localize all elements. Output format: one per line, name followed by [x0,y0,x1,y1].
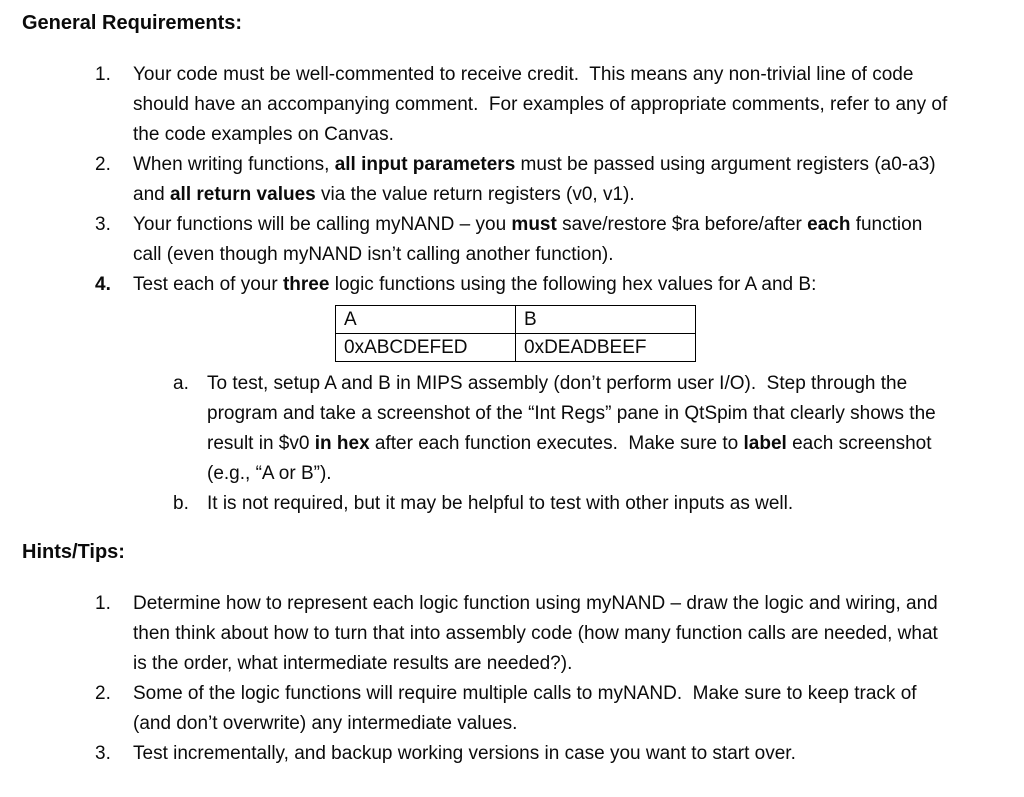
table-cell: 0xABCDEFED [335,333,516,362]
text-run: after each function executes. Make sure … [369,433,744,454]
text-run: When writing functions, [133,154,335,175]
document-section: Hints/Tips: 1. Determine how to represen… [22,539,954,769]
sub-list-item: b. It is not required, but it may be hel… [173,489,954,519]
list-item: 1. Determine how to represent each logic… [95,589,954,679]
subitem-text: To test, setup A and B in MIPS assembly … [207,369,954,489]
item-text: Test incrementally, and backup working v… [133,739,954,769]
item-number: 2. [95,683,111,704]
text-run: via the value return registers (v0, v1). [315,184,635,205]
item-number: 1. [95,593,111,614]
text-run: all return values [169,184,316,205]
list-item: 2. When writing functions, all input par… [95,150,954,210]
item-text: When writing functions, all input parame… [133,150,954,210]
subitem-text: It is not required, but it may be helpfu… [207,489,793,519]
table-header-cell: A [335,305,516,334]
list-item: 2. Some of the logic functions will requ… [95,679,954,739]
item-body: Determine how to represent each logic fu… [133,589,954,679]
item-number: 3. [95,214,111,235]
sub-list-item: a. To test, setup A and B in MIPS assemb… [173,369,954,489]
document-section: General Requirements: 1. Your code must … [22,10,954,519]
item-body: Some of the logic functions will require… [133,679,954,739]
item-text: Determine how to represent each logic fu… [133,589,954,679]
text-run: Test each of your [133,274,283,295]
text-run: save/restore $ra before/after [556,214,808,235]
text-run: must [511,214,557,235]
list-item: 4. Test each of your three logic functio… [95,270,954,519]
text-run: logic functions using the following hex … [329,274,817,295]
list-item: 3. Your functions will be calling myNAND… [95,210,954,270]
item-body: When writing functions, all input parame… [133,150,954,210]
text-run: To test, setup A and B in MIPS assembly … [207,373,941,454]
text-run: label [743,433,787,454]
item-text: Some of the logic functions will require… [133,679,954,739]
item-body: Test each of your three logic functions … [133,270,954,519]
text-run: Your functions will be calling myNAND – … [133,214,512,235]
list-item: 1. Your code must be well-commented to r… [95,60,954,150]
subitem-letter: b. [173,493,189,514]
text-run: function call (even though myNAND isn’t … [133,214,928,265]
text-run: Your code must be well-commented to rece… [133,64,953,145]
table-header-cell: B [515,305,696,334]
subitem-letter: a. [173,373,189,394]
item-text: Your code must be well-commented to rece… [133,60,954,150]
text-run: in hex [314,433,370,454]
section-heading: General Requirements: [22,12,243,34]
lettered-sub-list: a. To test, setup A and B in MIPS assemb… [133,369,954,519]
text-run: three [282,274,330,295]
text-run: each [807,214,851,235]
item-body: Your code must be well-commented to rece… [133,60,954,150]
table-cell: 0xDEADBEEF [515,333,696,362]
section-heading: Hints/Tips: [22,541,125,563]
item-number: 2. [95,154,111,175]
text-run: must be passed using argument registers … [133,154,941,205]
numbered-list: 1. Your code must be well-commented to r… [22,60,954,519]
numbered-list: 1. Determine how to represent each logic… [22,589,954,769]
item-body: Test incrementally, and backup working v… [133,739,954,769]
text-run: It is not required, but it may be helpfu… [207,493,794,514]
text-run: all input parameters [334,154,516,175]
text-run: Some of the logic functions will require… [133,683,922,734]
text-run: each screenshot (e.g., “A or B”). [207,433,937,484]
item-text: Your functions will be calling myNAND – … [133,210,954,270]
item-text: Test each of your three logic functions … [133,270,954,300]
text-run: Determine how to represent each logic fu… [133,593,944,674]
item-number: 4. [95,274,111,295]
list-item: 3. Test incrementally, and backup workin… [95,739,954,769]
item-number: 1. [95,64,111,85]
text-run: Test incrementally, and backup working v… [133,743,796,764]
item-body: Your functions will be calling myNAND – … [133,210,954,270]
item-number: 3. [95,743,111,764]
